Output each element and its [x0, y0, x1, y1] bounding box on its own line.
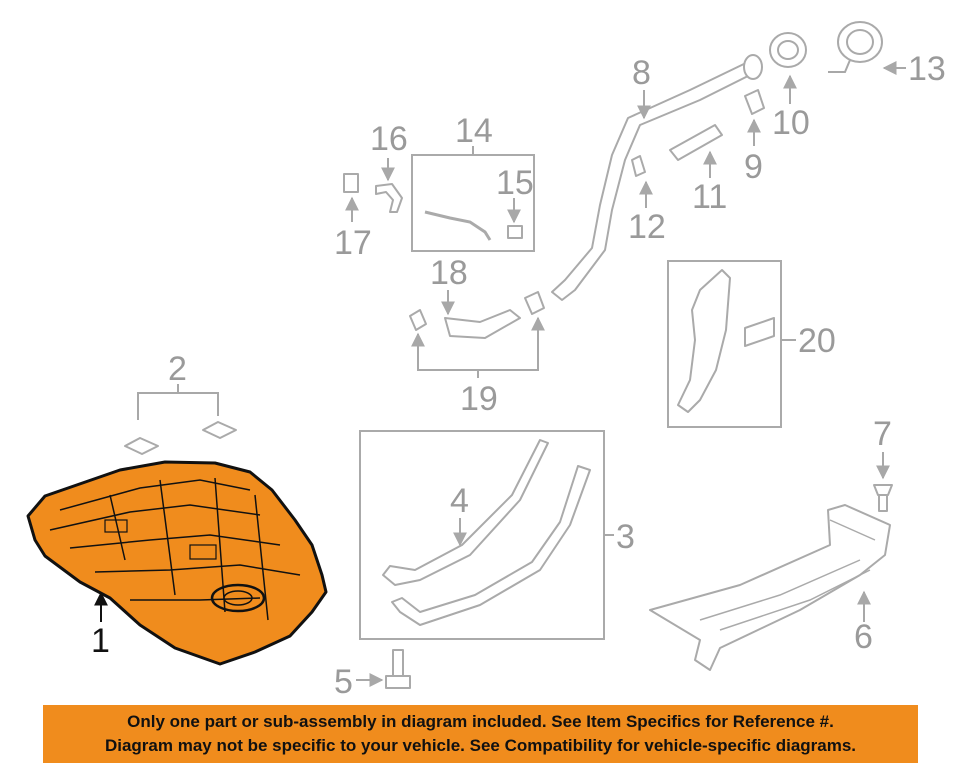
tank-pads-part[interactable]: [124, 421, 237, 455]
heat-shield-part[interactable]: [649, 504, 891, 671]
label-15: 15: [496, 164, 534, 202]
filler-pipe-part[interactable]: [551, 54, 763, 301]
label-19: 19: [460, 380, 498, 418]
bolt-part[interactable]: [385, 649, 411, 689]
fuel-cap-part[interactable]: [828, 21, 883, 73]
label-16: 16: [370, 120, 408, 158]
label-11: 11: [692, 178, 727, 216]
label-13: 13: [908, 50, 946, 88]
label-7: 7: [873, 415, 892, 453]
label-10: 10: [772, 104, 810, 142]
vapor-line-part[interactable]: [424, 210, 523, 241]
bracket-part[interactable]: [677, 269, 775, 413]
label-1: 1: [91, 622, 110, 660]
fuel-tank-part[interactable]: [26, 460, 328, 666]
label-20: 20: [798, 322, 836, 360]
label-4: 4: [450, 482, 469, 520]
bracket-box: [667, 260, 782, 428]
clamp-part[interactable]: [744, 89, 765, 115]
connector-part[interactable]: [343, 173, 359, 193]
pipe-clip-part[interactable]: [631, 155, 646, 177]
label-18: 18: [430, 254, 468, 292]
label-8: 8: [632, 54, 651, 92]
filler-hose-part[interactable]: [409, 291, 545, 339]
leader-2: [137, 392, 219, 420]
clip-part[interactable]: [873, 484, 893, 512]
filler-ring-part[interactable]: [769, 32, 807, 68]
label-9: 9: [744, 148, 763, 186]
fuel-tank-straps-part[interactable]: [382, 439, 591, 626]
small-hose-part[interactable]: [375, 183, 403, 213]
disclaimer-banner: Only one part or sub-assembly in diagram…: [43, 705, 918, 763]
vent-hose-part[interactable]: [669, 124, 723, 161]
disclaimer-line-1: Only one part or sub-assembly in diagram…: [127, 712, 834, 731]
label-6: 6: [854, 618, 873, 656]
label-2: 2: [168, 350, 187, 388]
label-12: 12: [628, 208, 666, 246]
label-5: 5: [334, 663, 353, 701]
leader-19: [417, 360, 539, 371]
disclaimer-line-2: Diagram may not be specific to your vehi…: [104, 736, 857, 755]
label-14: 14: [455, 112, 493, 150]
label-17: 17: [334, 224, 372, 262]
label-3: 3: [616, 518, 635, 556]
